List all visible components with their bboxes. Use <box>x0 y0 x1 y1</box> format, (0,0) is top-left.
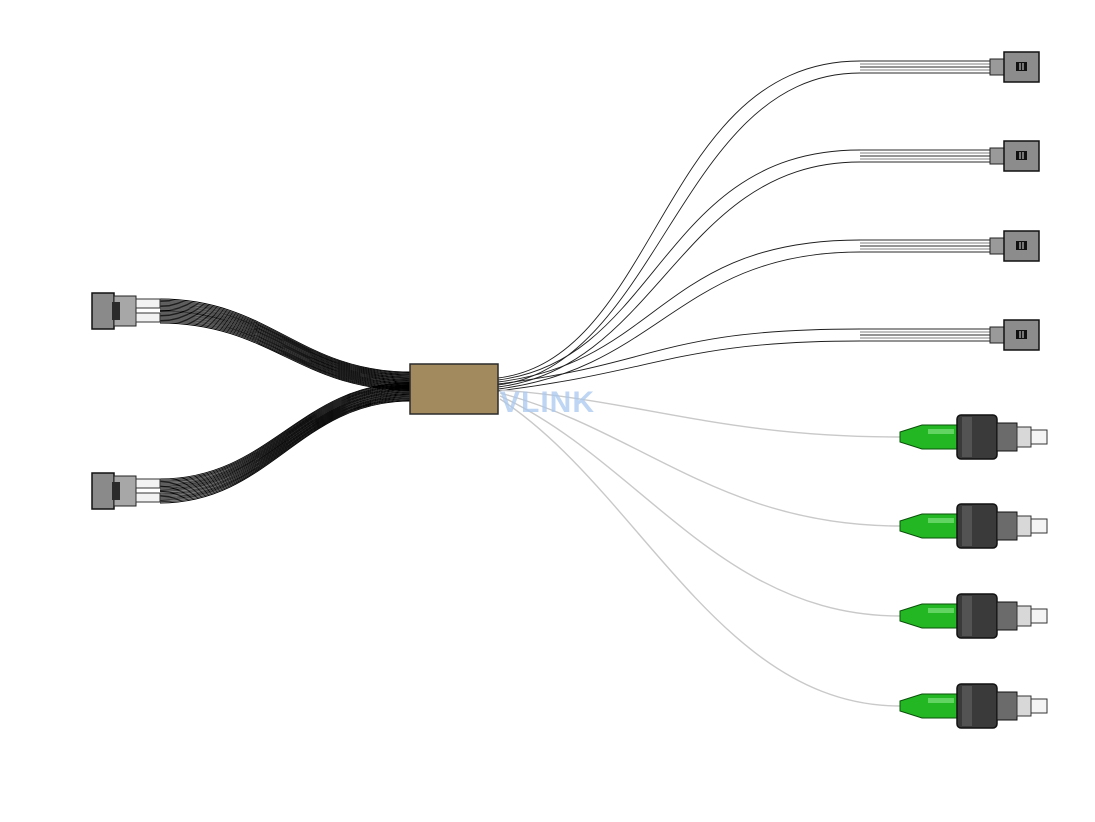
fc-connector-group <box>899 414 1048 729</box>
sleeved-fiber-4 <box>497 328 992 392</box>
fc-connector-icon <box>899 693 959 719</box>
fc-apc-connector-2 <box>899 503 1048 549</box>
sc-connector-2 <box>989 140 1040 172</box>
ribbon-connector-top <box>91 292 161 330</box>
splitter-body <box>409 363 499 415</box>
sc-connector-3 <box>989 230 1040 262</box>
fc-connector-icon <box>899 603 959 629</box>
sleeved-fiber-1 <box>497 60 992 386</box>
fanout-fiber-group <box>497 60 992 707</box>
sc-connector-4 <box>989 319 1040 351</box>
bare-fiber-3 <box>499 395 901 617</box>
ribbon-cable-group <box>159 298 411 504</box>
ribbon-cable-bottom <box>159 382 411 504</box>
ribbon-cable-top <box>159 298 411 391</box>
fc-connector-icon <box>899 513 959 539</box>
sc-connector-group <box>989 51 1040 351</box>
ribbon-connector-bottom <box>91 472 161 510</box>
bare-fiber-1 <box>499 389 901 438</box>
bare-fiber-4 <box>499 398 901 707</box>
sleeved-fiber-2 <box>497 149 992 388</box>
fc-connector-icon <box>899 424 959 450</box>
sc-connector-icon <box>1016 62 1027 71</box>
fc-apc-connector-3 <box>899 593 1048 639</box>
sc-connector-1 <box>989 51 1040 83</box>
sc-connector-icon <box>1016 330 1027 339</box>
left-connector-group <box>91 292 161 510</box>
fc-apc-connector-1 <box>899 414 1048 460</box>
sleeved-fiber-3 <box>497 239 992 390</box>
sc-connector-icon <box>1016 241 1027 250</box>
fc-apc-connector-4 <box>899 683 1048 729</box>
splitter-box <box>409 363 499 415</box>
watermark: VLINK <box>500 386 595 419</box>
bare-fiber-2 <box>499 392 901 527</box>
sc-connector-icon <box>1016 151 1027 160</box>
